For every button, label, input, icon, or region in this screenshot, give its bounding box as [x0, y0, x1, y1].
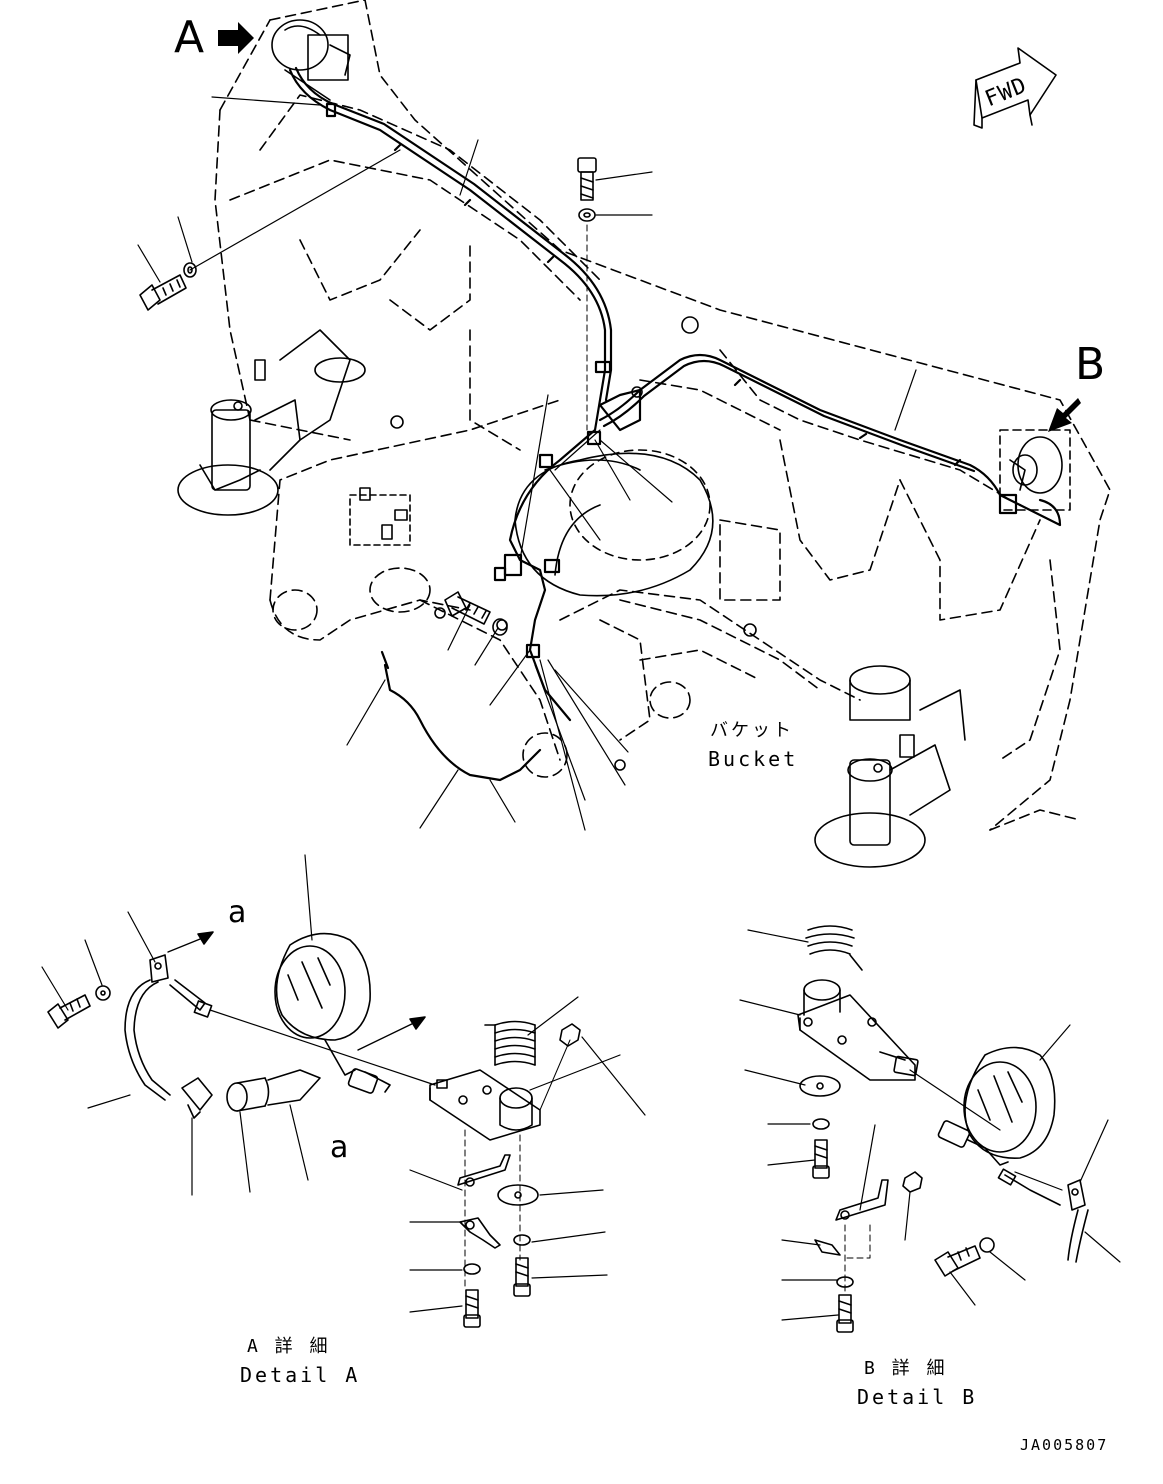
right-work-lamp	[999, 429, 1071, 511]
bolt-top-center	[577, 157, 597, 431]
detail-a-title-jp: A 詳 細	[247, 1336, 331, 1357]
arrow-a-label-1: a	[228, 895, 247, 930]
view-a-label: A	[174, 12, 205, 63]
detail-b-drawing	[739, 925, 1121, 1333]
view-a-arrow	[218, 22, 254, 54]
detail-b-title-en: Detail B	[857, 1385, 978, 1409]
arrow-a-label-2: a	[330, 1130, 349, 1165]
leader-lines-main	[137, 96, 917, 831]
bucket-label-jp: バケット	[710, 720, 794, 741]
fwd-arrow	[973, 47, 1057, 129]
detail-a-drawing	[41, 854, 646, 1328]
view-b-arrow	[1048, 398, 1081, 432]
bolt-center	[444, 591, 508, 636]
view-b-label: B	[1075, 339, 1106, 390]
detail-a-title-en: Detail A	[240, 1363, 361, 1387]
bucket-label-en: Bucket	[708, 747, 799, 771]
bolt-left	[139, 262, 197, 311]
left-work-lamp	[271, 19, 351, 101]
detail-b-title-jp: B 詳 細	[864, 1358, 948, 1379]
blade-assembly	[177, 0, 1111, 868]
wiring-harness	[288, 66, 1062, 782]
drawing-code: JA005807	[1020, 1436, 1109, 1454]
